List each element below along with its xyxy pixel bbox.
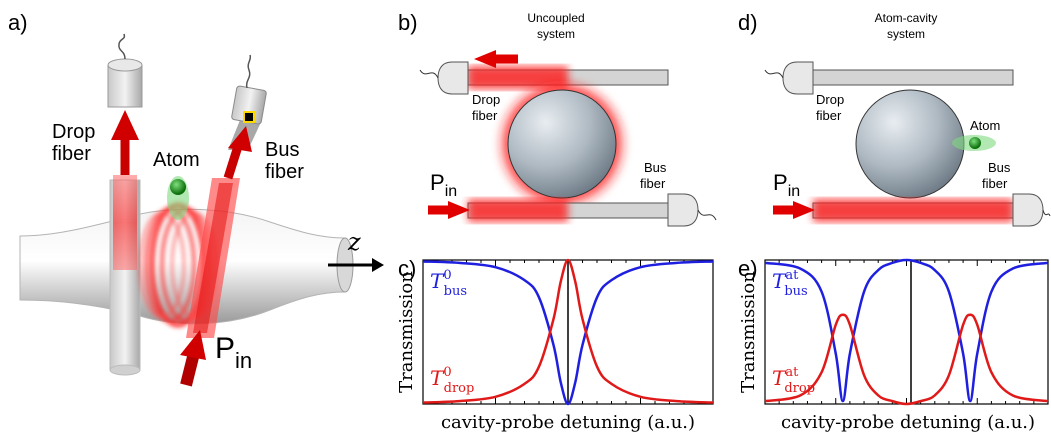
panel-e: e) Transmission cavity-probe detuning (a… [738,256,1049,433]
panel-c: c) Transmission cavity-probe detuning (a… [396,256,714,433]
drop-coupler-b [437,61,469,95]
bus-fiber-label-b-2: fiber [640,176,666,191]
panel-b-letter: b) [398,10,418,35]
microsphere-d [855,89,965,199]
drop-fiber-label-d-2: fiber [816,108,842,123]
panel-c-letter: c) [398,256,416,281]
z-axis-label: z [347,228,361,256]
bus-fiber-glow-d [813,199,1013,222]
chart-c-bus-curve [422,260,714,406]
chart-e-bus-curve [764,258,1049,403]
drop-fiber-label-line1: Drop [52,121,95,143]
drop-fiber-label-d-1: Drop [816,92,844,107]
chart-e-xlabel: cavity-probe detuning (a.u.) [781,412,1035,433]
atom-label-d: Atom [970,118,1000,133]
bus-fiber-label-d-1: Bus [988,160,1011,175]
drop-fiber-vertical [107,33,143,376]
drop-fiber-d [812,69,1014,86]
drop-fiber-label-b-2: fiber [472,108,498,123]
bus-fiber-label-d-2: fiber [982,176,1008,191]
chart-e-drop-curve [764,313,1049,406]
panel-b-title-line2: system [537,27,575,41]
pin-label-a: Pin [215,332,252,373]
pin-label-d: Pin [773,170,800,200]
chart-e-ylabel: Transmission [738,271,759,393]
panel-e-letter: e) [738,256,758,281]
bus-fiber-label-line1: Bus [265,139,299,161]
drop-out-arrow-head-b [474,50,496,68]
atom-label-a: Atom [153,149,200,171]
pin-arrow-head-b [448,201,470,219]
bus-fiber-label-b-1: Bus [644,160,667,175]
atom-icon-a [170,179,186,195]
bus-wire-d [1042,209,1051,217]
drop-coupler-d [782,61,814,95]
pin-label-b: Pin [430,170,457,200]
drop-wire-d [764,69,784,79]
chart-c-ylabel: Transmission [396,271,417,393]
panel-d: d) Atom-cavity system Drop fiber Atom Bu… [738,10,1051,227]
drop-fiber-label-line2: fiber [52,143,91,165]
drop-arrow-head [111,110,139,140]
microsphere-b [507,89,617,199]
chart-e-ticks [778,260,1035,404]
drop-fiber-beam [113,175,137,270]
bus-coupler-d [1012,193,1044,227]
panel-b-title-line1: Uncoupled [527,11,584,25]
chart-c-drop-curve [422,258,714,404]
pin-arrow-head-a [180,330,206,360]
pin-arrow-head-d [793,201,815,219]
panel-d-letter: d) [738,10,758,35]
panel-d-title-line2: system [887,27,925,41]
panel-b: b) Uncoupled system Drop fiber Bus fiber… [398,10,717,227]
bus-coupler-b [667,193,699,227]
drop-wire-b [419,69,439,79]
bus-wire-b [697,209,717,221]
bus-arrow-head [228,126,252,152]
panel-a-letter: a) [8,10,28,35]
z-axis-arrowhead [372,258,384,272]
drop-fiber-label-b-1: Drop [472,92,500,107]
atom-icon-d [969,137,981,149]
bus-fiber-glow-b [468,199,568,222]
chart-c-xlabel: cavity-probe detuning (a.u.) [441,412,695,433]
bus-fiber-label-line2: fiber [265,161,304,183]
panel-a: a) [8,10,384,387]
panel-d-title-line1: Atom-cavity [875,11,938,25]
